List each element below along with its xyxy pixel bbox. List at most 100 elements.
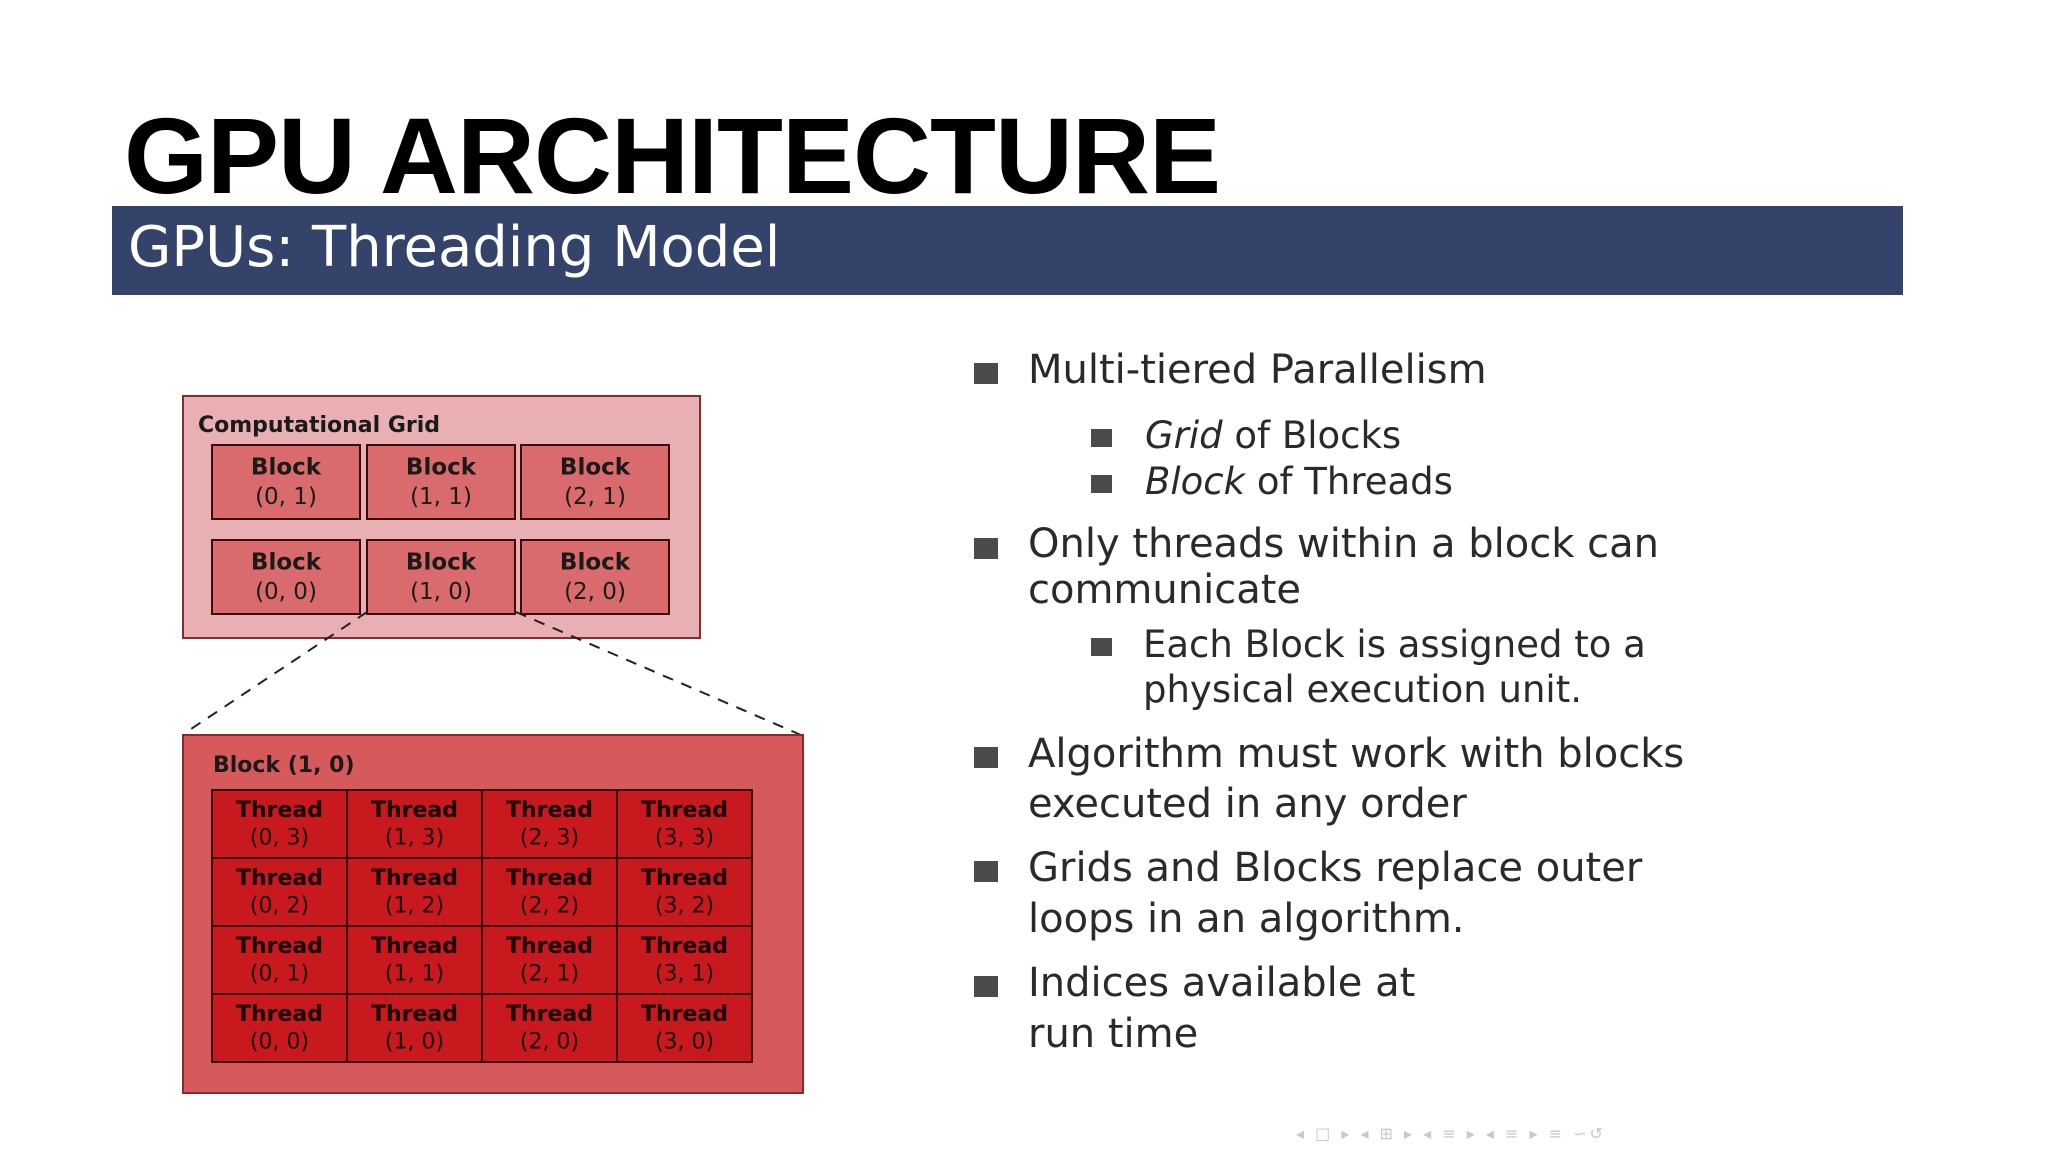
thread-cell-box <box>211 857 348 927</box>
slide-title: GPU ARCHITECTURE <box>124 95 1221 216</box>
block-cell-index: (2, 0) <box>564 579 626 605</box>
bullet-marker <box>974 363 998 384</box>
bullet-1-sub-1: Grid of Blocks <box>1145 413 1401 459</box>
thread-cell-label: Thread <box>506 798 593 823</box>
thread-cell-box <box>211 789 348 859</box>
thread-cell-index: (1, 2) <box>385 893 444 918</box>
bullet-5-line-1: Indices available at <box>1028 960 1416 1006</box>
bullet-marker <box>974 747 998 768</box>
banner-title: GPUs: Threading Model <box>128 215 781 280</box>
thread-cell-index: (1, 0) <box>385 1029 444 1054</box>
bullet-1-sub-2-italic: Block <box>1145 460 1246 503</box>
bullet-marker <box>974 976 998 997</box>
thread-cell-box <box>211 993 348 1063</box>
thread-cell-box <box>616 925 753 995</box>
thread-cell-box <box>481 789 618 859</box>
block-cell-label: Block <box>251 550 322 576</box>
thread-cell-index: (3, 3) <box>655 825 714 850</box>
thread-cell-label: Thread <box>236 1002 323 1027</box>
thread-cell: Thread(0, 1) <box>211 925 348 995</box>
block-cell: Block(2, 1) <box>520 444 670 520</box>
bullet-1: Multi-tiered Parallelism <box>1028 347 1487 393</box>
thread-cell-label: Thread <box>371 934 458 959</box>
thread-cell-label: Thread <box>236 934 323 959</box>
thread-cell-index: (2, 3) <box>520 825 579 850</box>
block-cell-index: (2, 1) <box>564 484 626 510</box>
thread-cell: Thread(2, 2) <box>481 857 618 927</box>
thread-cell-label: Thread <box>236 866 323 891</box>
thread-cell-box <box>616 789 753 859</box>
thread-cell-box <box>481 857 618 927</box>
bullet-1-sub-1-italic: Grid <box>1145 414 1223 457</box>
thread-cell: Thread(1, 3) <box>346 789 483 859</box>
bullet-marker <box>974 538 998 559</box>
thread-cell-index: (2, 2) <box>520 893 579 918</box>
thread-cell-box <box>481 925 618 995</box>
thread-cell: Thread(1, 1) <box>346 925 483 995</box>
thread-cell: Thread(2, 1) <box>481 925 618 995</box>
thread-cell-index: (3, 2) <box>655 893 714 918</box>
grid-label: Computational Grid <box>198 413 440 438</box>
block-cell-label: Block <box>406 550 477 576</box>
section-banner: GPUs: Threading Model <box>112 206 1903 295</box>
thread-cell: Thread(0, 0) <box>211 993 348 1063</box>
bullet-2-sub-1-line-1: Each Block is assigned to a <box>1143 623 1646 666</box>
bullet-3-line-2: executed in any order <box>1028 781 1467 827</box>
thread-cell-box <box>481 993 618 1063</box>
bullet-3-line-1: Algorithm must work with blocks <box>1028 731 1685 777</box>
beamer-nav-controls[interactable]: ◂ □ ▸ ◂ ⊞ ▸ ◂ ≡ ▸ ◂ ≡ ▸ ≡ ∽↺ <box>1296 1124 1606 1143</box>
thread-cell: Thread(1, 0) <box>346 993 483 1063</box>
thread-cell-label: Thread <box>641 1002 728 1027</box>
thread-cell-box <box>616 857 753 927</box>
sub-bullet-marker <box>1091 475 1112 493</box>
thread-cell-index: (0, 1) <box>250 961 309 986</box>
thread-cell-box <box>346 857 483 927</box>
thread-cell: Thread(2, 0) <box>481 993 618 1063</box>
bullet-2-line-2: communicate <box>1028 567 1302 613</box>
thread-cell-label: Thread <box>506 866 593 891</box>
block-cell: Block (0, 0) <box>211 539 361 615</box>
bullet-5-line-2: run time <box>1028 1011 1199 1057</box>
thread-cell-label: Thread <box>506 934 593 959</box>
zoom-line-left <box>184 611 368 734</box>
sub-bullet-marker <box>1091 638 1112 656</box>
thread-cell-label: Thread <box>641 798 728 823</box>
thread-cell-label: Thread <box>641 866 728 891</box>
block-cell-box <box>520 444 670 520</box>
block-cell-label: Block <box>251 455 322 481</box>
block-grid: Block(0, 1)Block(1, 1)Block(2, 1)Block(0… <box>211 444 670 615</box>
thread-cell: Thread(3, 0) <box>616 993 753 1063</box>
thread-cell: Thread(0, 3) <box>211 789 348 859</box>
block-cell-index: (0, 1) <box>255 484 317 510</box>
thread-cell: Thread(2, 3) <box>481 789 618 859</box>
block-cell-index: (1, 0) <box>410 579 472 605</box>
bullet-4-line-2: loops in an algorithm. <box>1028 896 1465 942</box>
bullet-marker <box>974 861 998 882</box>
block-cell-index: (0, 0) <box>255 579 317 605</box>
thread-cell: Thread(1, 2) <box>346 857 483 927</box>
thread-cell-index: (1, 3) <box>385 825 444 850</box>
block-cell-label: Block <box>560 550 631 576</box>
thread-cell-label: Thread <box>371 866 458 891</box>
thread-cell: Thread(3, 3) <box>616 789 753 859</box>
block-cell-box <box>520 539 670 615</box>
thread-cell-index: (2, 0) <box>520 1029 579 1054</box>
block-cell: Block (2, 0) <box>520 539 670 615</box>
block-cell-index: (1, 1) <box>410 484 472 510</box>
thread-cell-index: (1, 1) <box>385 961 444 986</box>
bullet-2-sub-1-line-2: physical execution unit. <box>1143 668 1582 711</box>
thread-cell-box <box>616 993 753 1063</box>
bullet-1-sub-2-rest: of Threads <box>1245 460 1453 503</box>
thread-cell-index: (3, 0) <box>655 1029 714 1054</box>
expanded-block-label: Block (1, 0) <box>213 753 355 778</box>
thread-cell-label: Thread <box>641 934 728 959</box>
thread-cell-box <box>346 993 483 1063</box>
thread-cell-label: Thread <box>506 1002 593 1027</box>
block-cell-label: Block <box>406 455 477 481</box>
thread-cell-label: Thread <box>371 1002 458 1027</box>
thread-cell-index: (0, 0) <box>250 1029 309 1054</box>
block-cell: Block (1, 1) <box>366 444 516 520</box>
thread-cell: Thread(0, 2) <box>211 857 348 927</box>
thread-grid: Thread(0, 3)Thread(1, 3)Thread(2, 3)Thre… <box>211 789 753 1063</box>
